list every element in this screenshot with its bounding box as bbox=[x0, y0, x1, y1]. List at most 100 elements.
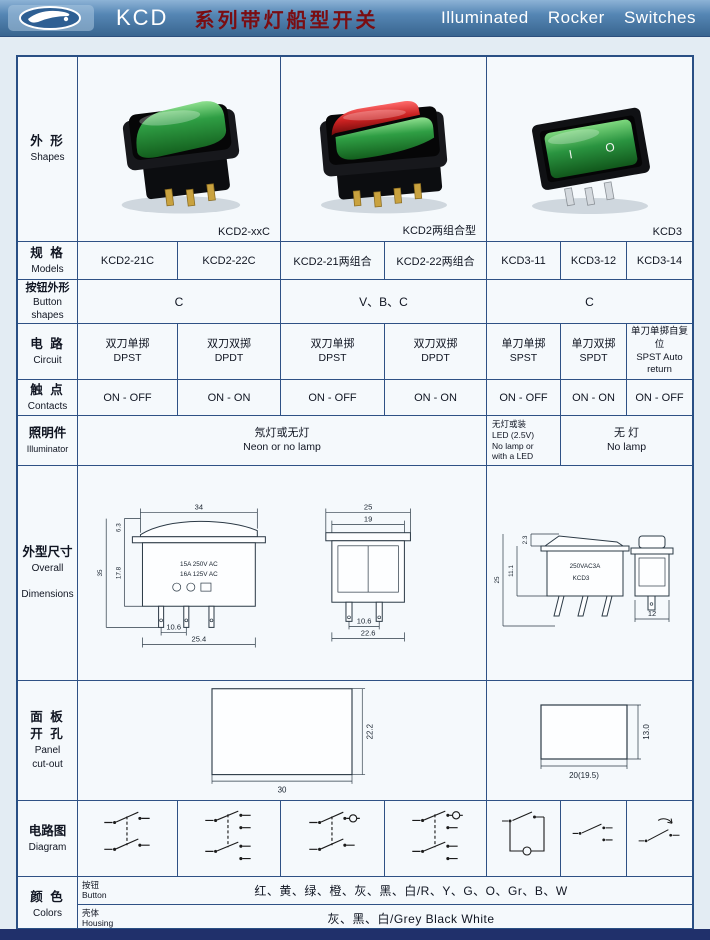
model-kcd3-14: KCD3-14 bbox=[627, 242, 692, 280]
diagram-dpdt-lamp bbox=[385, 801, 487, 877]
row-label-contacts-en: Contacts bbox=[27, 400, 68, 412]
row-label-panel-cn2: 开 孔 bbox=[30, 727, 65, 741]
rocker-mark-off: O bbox=[604, 140, 616, 155]
colors-housing-sublabel: 壳体 Housing bbox=[78, 908, 130, 928]
dim-kcd3-front-width: 12 bbox=[648, 609, 656, 618]
dim-kcd2-front-pin-width: 10.6 bbox=[357, 616, 372, 625]
dpdt-lamp-schematic-icon bbox=[411, 810, 463, 860]
row-label-diagram-cn: 电路图 bbox=[28, 823, 67, 838]
row-shapes: 外 形 Shapes bbox=[18, 57, 692, 242]
row-label-colors: 颜 色 Colors bbox=[18, 877, 78, 932]
photo-caption-kcd3: KCD3 bbox=[652, 226, 682, 238]
circuit-en: SPDT bbox=[579, 352, 608, 365]
dim-panel-kcd3-width: 20(19.5) bbox=[569, 771, 599, 780]
colors-button-cn: 按钮 bbox=[82, 880, 100, 891]
dpst-lamp-schematic-icon bbox=[308, 811, 360, 851]
button-shape-kcd2-dual: V、B、C bbox=[281, 280, 487, 324]
row-label-circuit-cn: 电 路 bbox=[30, 336, 65, 351]
colors-button-sublabel: 按钮 Button bbox=[78, 880, 130, 900]
circuit-en: DPDT bbox=[214, 352, 244, 365]
colors-housing-en: Housing bbox=[82, 918, 114, 929]
circuit-cn: 双刀单掷 bbox=[310, 338, 355, 351]
colors-button-en: Button bbox=[82, 890, 107, 901]
row-label-contacts: 触 点 Contacts bbox=[18, 380, 78, 416]
row-label-models-en: Models bbox=[31, 263, 64, 275]
circuit-en: DPST bbox=[318, 352, 347, 365]
panel-cutout-kcd2-drawing: 30 22.2 bbox=[211, 687, 375, 794]
row-label-panel-en2: cut-out bbox=[32, 759, 63, 771]
row-panel-cutout: 面 板 开 孔 Panel cut-out 30 22.2 20(19. bbox=[18, 681, 692, 801]
illuminator-kcd3-en: No lamp bbox=[606, 441, 647, 454]
dim-kcd2-bottom-width: 25.4 bbox=[192, 635, 207, 644]
dim-kcd2-front-bottom-width: 22.6 bbox=[361, 628, 376, 637]
circuit-en: SPST bbox=[509, 352, 538, 365]
diagram-dpst-lamp bbox=[281, 801, 385, 877]
contacts-cell: ON - OFF bbox=[627, 380, 692, 416]
row-label-shapes: 外 形 Shapes bbox=[18, 57, 78, 242]
row-label-colors-en: Colors bbox=[33, 907, 62, 919]
illuminator-kcd3-11: 无灯或装 LED (2.5V) No lamp or with a LED bbox=[487, 416, 561, 466]
circuit-cn: 单刀单掷 bbox=[501, 338, 546, 351]
dim-kcd3-rocker-height: 2.3 bbox=[522, 535, 529, 544]
dpst-schematic-icon bbox=[103, 811, 150, 851]
row-models: 规 格 Models KCD2-21C KCD2-22C KCD2-21两组合 … bbox=[18, 242, 692, 280]
header-bar: KCD 系列带灯船型开关 Illuminated Rocker Switches bbox=[0, 0, 710, 37]
row-label-circuit: 电 路 Circuit bbox=[18, 324, 78, 380]
illum-line: LED (2.5V) bbox=[492, 429, 535, 440]
illuminator-kcd2-cn: 氖灯或无灯 bbox=[254, 427, 310, 440]
button-shape-kcd3: C bbox=[487, 280, 692, 324]
diagram-dpst bbox=[78, 801, 178, 877]
photo-caption-kcd2: KCD2-xxC bbox=[218, 226, 270, 238]
dim-kcd3-marking2: KCD3 bbox=[573, 575, 590, 582]
contacts-cell: ON - ON bbox=[178, 380, 281, 416]
row-label-diagram: 电路图 Diagram bbox=[18, 801, 78, 877]
circuit-cn: 双刀单掷 bbox=[105, 338, 150, 351]
row-label-colors-cn: 颜 色 bbox=[30, 889, 65, 904]
row-circuit-diagrams: 电路图 Diagram bbox=[18, 801, 692, 877]
dpdt-schematic-icon bbox=[205, 810, 251, 860]
row-label-illuminator-en: Illuminator bbox=[26, 444, 69, 455]
dim-kcd2-top-width: 34 bbox=[195, 503, 203, 512]
spst-momentary-schematic-icon bbox=[638, 817, 679, 842]
dim-panel-kcd2-height: 22.2 bbox=[366, 723, 375, 738]
button-shape-kcd2: C bbox=[78, 280, 281, 324]
row-illuminator: 照明件 Illuminator 氖灯或无灯 Neon or no lamp 无灯… bbox=[18, 416, 692, 466]
dim-kcd2-pin-spacing: 10.6 bbox=[166, 622, 181, 631]
row-label-shapes-en: Shapes bbox=[30, 152, 65, 164]
kcd3-dimension-drawing: 250VAC3A KCD3 2.3 11.1 25 bbox=[494, 533, 674, 627]
row-label-contacts-cn: 触 点 bbox=[30, 382, 65, 397]
circuit-cn: 单刀双掷 bbox=[571, 338, 616, 351]
footer-bar bbox=[0, 929, 710, 940]
panel-cutout-kcd3-drawing: 20(19.5) 13.0 bbox=[539, 703, 651, 780]
row-label-panel: 面 板 开 孔 Panel cut-out bbox=[18, 681, 78, 801]
colors-values: 按钮 Button 红、黄、绿、橙、灰、黑、白/R、Y、G、O、Gr、B、W 壳… bbox=[78, 877, 692, 932]
dim-panel-kcd3-height: 13.0 bbox=[642, 723, 651, 739]
row-label-dimensions: 外型尺寸 Overall Dimensions bbox=[18, 466, 78, 681]
model-kcd2-21c: KCD2-21C bbox=[78, 242, 178, 280]
brand-name: KCD bbox=[116, 5, 169, 30]
row-label-models: 规 格 Models bbox=[18, 242, 78, 280]
row-label-diagram-en: Diagram bbox=[28, 841, 67, 853]
rocker-mark-on: I bbox=[567, 147, 573, 161]
kcd2-dimension-drawing: 34 15A 250V AC 16A 125V AC bbox=[97, 503, 411, 648]
diagram-spst-momentary bbox=[627, 801, 692, 877]
kcd2-switch-photo bbox=[121, 101, 241, 214]
illuminator-kcd3-11-lines: 无灯或装 LED (2.5V) No lamp or with a LED bbox=[487, 419, 534, 462]
illuminator-kcd2: 氖灯或无灯 Neon or no lamp bbox=[78, 416, 487, 466]
dim-kcd2-rocker-height: 6.3 bbox=[115, 523, 122, 532]
row-label-models-cn: 规 格 bbox=[30, 245, 65, 260]
colors-button-values: 红、黄、绿、橙、灰、黑、白/R、Y、G、O、Gr、B、W bbox=[254, 883, 568, 898]
illum-line: No lamp or bbox=[492, 440, 534, 451]
dim-kcd3-body-height: 11.1 bbox=[508, 565, 515, 577]
spst-lamp-schematic-icon bbox=[501, 810, 545, 856]
dim-kcd3-marking1: 250VAC3A bbox=[570, 563, 601, 570]
row-label-circuit-en: Circuit bbox=[33, 354, 62, 366]
brand-logo bbox=[8, 4, 96, 32]
spec-table: 外 形 Shapes bbox=[16, 55, 694, 932]
contacts-cell: ON - OFF bbox=[487, 380, 561, 416]
photo-cell-kcd2: KCD2-xxC bbox=[78, 57, 281, 242]
